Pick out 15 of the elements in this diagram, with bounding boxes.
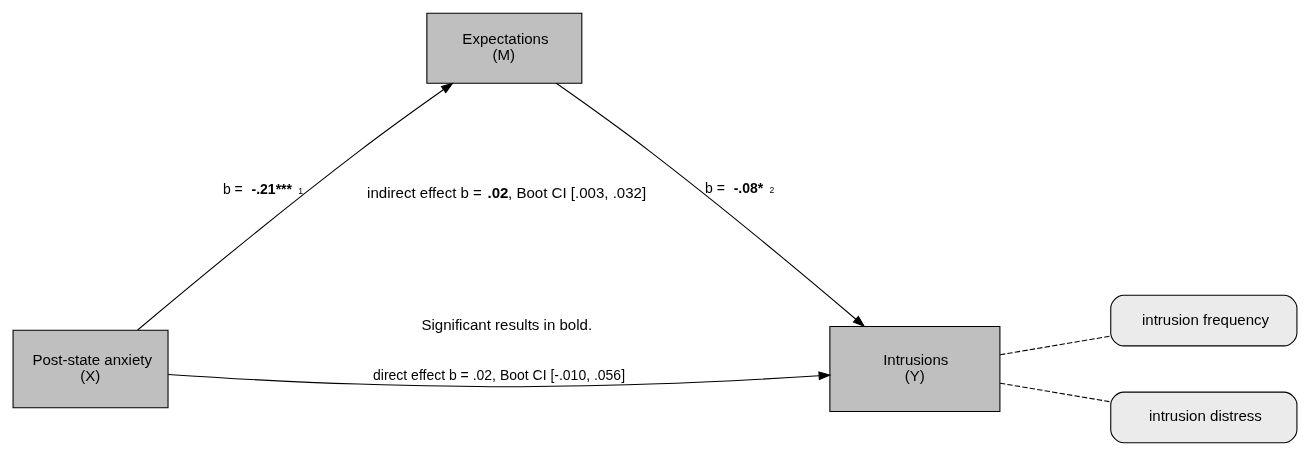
node-box: Post-state anxiety (X) — [12, 329, 169, 408]
edge-label: direct effect b = .02, Boot CI [-.010, .056] — [373, 366, 626, 383]
node-box: Intrusions (Y) — [829, 325, 1001, 412]
arrow — [555, 82, 866, 327]
connector — [999, 382, 1112, 402]
arrow — [137, 81, 454, 331]
label: indirect effect b = .02, Boot CI [.003, .032] — [367, 183, 647, 201]
node-box: Expectations (M) — [426, 12, 583, 84]
arrow — [167, 370, 832, 387]
label: Significant results in bold. — [421, 315, 593, 333]
connector — [999, 335, 1112, 355]
edge-label: b = -.21***1 — [222, 180, 304, 197]
node-box: intrusion frequency — [1110, 294, 1298, 346]
edge-label: b = -.08*2 — [705, 179, 775, 196]
node-box: intrusion distress — [1110, 391, 1298, 443]
